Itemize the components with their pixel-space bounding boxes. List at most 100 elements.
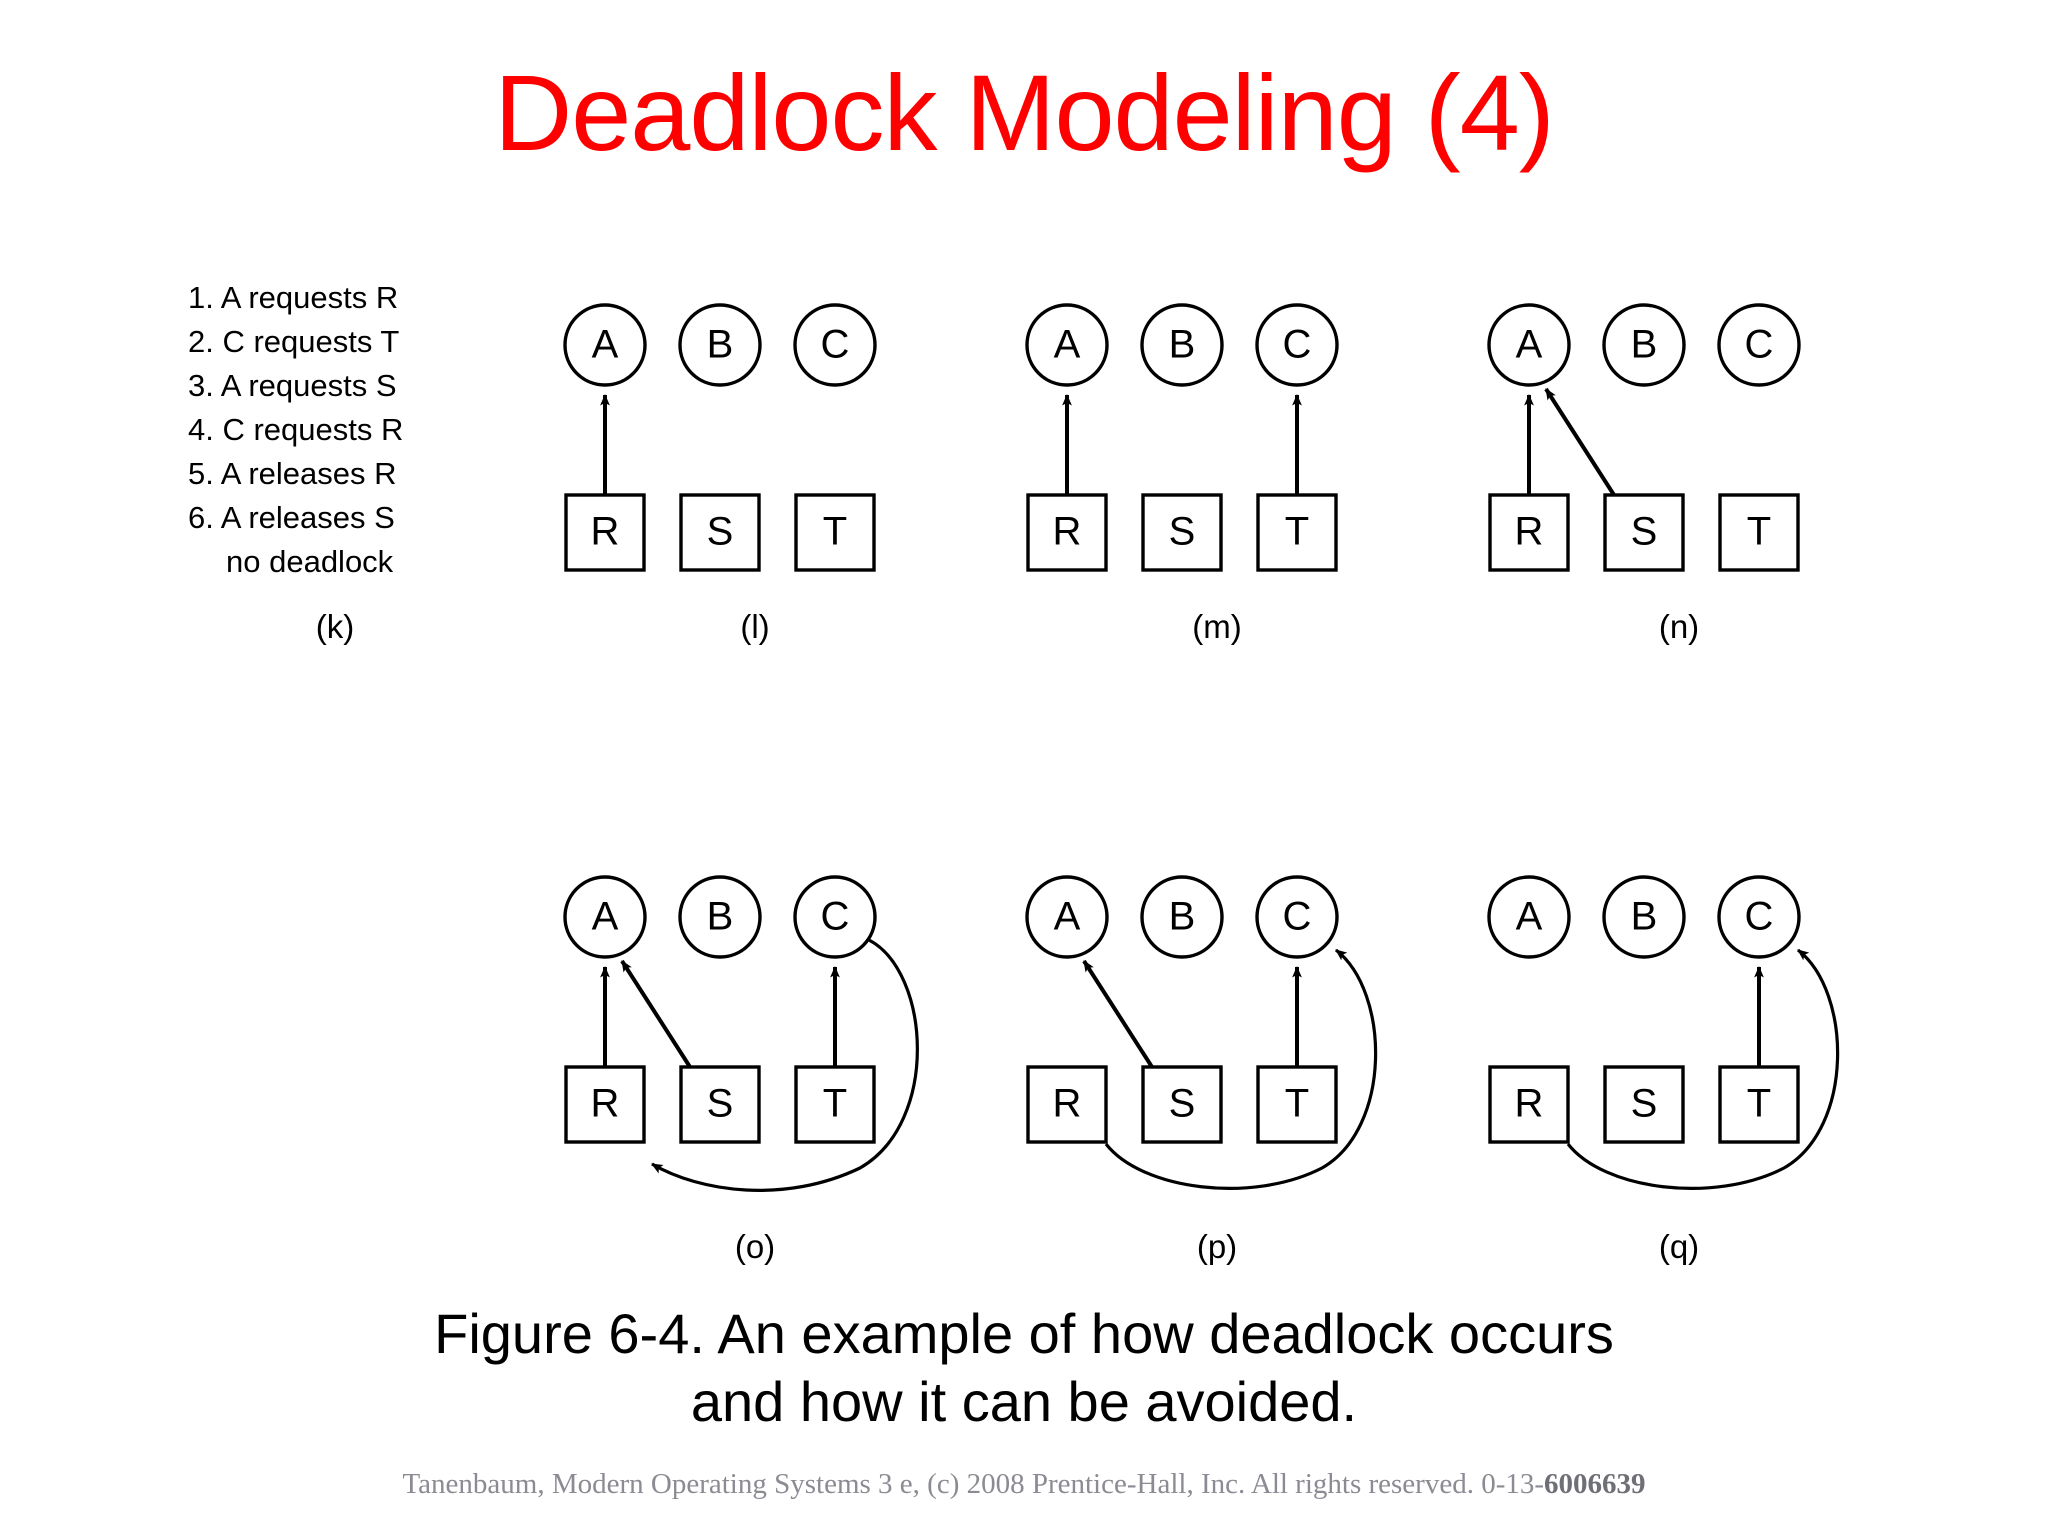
process-node-A xyxy=(1487,875,1571,959)
list-item: 2. C requests T xyxy=(188,324,400,359)
process-node-B xyxy=(1140,875,1224,959)
process-node-A xyxy=(563,303,647,387)
panel-label-p: (p) xyxy=(1196,1228,1238,1265)
resource-node-S xyxy=(1141,493,1223,572)
graph-panel-p: A B C R S T xyxy=(1022,872,1412,1232)
resource-node-R-label: R xyxy=(1515,1082,1544,1126)
edge-R-to-C-request xyxy=(1104,948,1378,1190)
resource-node-R xyxy=(1488,1065,1570,1144)
edge-C-to-R-request xyxy=(651,938,919,1192)
list-item: 6. A releases S xyxy=(188,500,395,535)
process-node-C-label: C xyxy=(1745,895,1774,939)
edge-R-to-C-request xyxy=(1566,948,1840,1190)
graph-panel-m: A B C R S T xyxy=(1022,300,1412,660)
resource-node-R xyxy=(1026,493,1108,572)
process-node-C-label: C xyxy=(821,895,850,939)
resource-node-S xyxy=(1603,493,1685,572)
process-node-B-label: B xyxy=(1169,323,1196,367)
list-item: 4. C requests R xyxy=(188,412,404,447)
footer-attribution: Tanenbaum, Modern Operating Systems 3 e,… xyxy=(0,1468,2048,1501)
process-node-C xyxy=(1255,303,1339,387)
footer-isbn: 6006639 xyxy=(1544,1468,1646,1500)
list-item: 1. A requests R xyxy=(188,280,399,315)
panel-label-o: (o) xyxy=(734,1228,776,1265)
process-node-A-label: A xyxy=(1054,895,1081,939)
process-node-A-label: A xyxy=(1516,895,1543,939)
process-node-B-label: B xyxy=(707,323,734,367)
panel-label-l: (l) xyxy=(740,608,770,645)
resource-node-S xyxy=(679,493,761,572)
steps-list: 1. A requests R 2. C requests T 3. A req… xyxy=(188,276,488,584)
footer-text: Tanenbaum, Modern Operating Systems 3 e,… xyxy=(402,1468,1545,1500)
process-node-A-label: A xyxy=(592,323,619,367)
process-node-A-label: A xyxy=(1054,323,1081,367)
resource-node-T-label: T xyxy=(823,510,847,554)
edge-S-to-A xyxy=(1544,387,1616,497)
resource-node-S-label: S xyxy=(1169,1082,1196,1126)
process-node-C xyxy=(1717,875,1801,959)
figure-caption: Figure 6-4. An example of how deadlock o… xyxy=(0,1300,2048,1436)
resource-node-T-label: T xyxy=(1285,510,1309,554)
process-node-A-label: A xyxy=(1516,323,1543,367)
resource-node-S-label: S xyxy=(1631,510,1658,554)
resource-node-R xyxy=(1026,1065,1108,1144)
resource-node-T xyxy=(1718,1065,1800,1144)
figure-caption-line1: Figure 6-4. An example of how deadlock o… xyxy=(434,1302,1614,1365)
process-node-A xyxy=(1025,303,1109,387)
process-node-A xyxy=(1025,875,1109,959)
no-deadlock-note: no deadlock xyxy=(226,544,394,579)
graph-panel-q: A B C R S T xyxy=(1484,872,1874,1232)
list-item: 5. A releases R xyxy=(188,456,397,491)
resource-node-S xyxy=(679,1065,761,1144)
panel-label-m: (m) xyxy=(1192,608,1242,645)
figure-caption-line2: and how it can be avoided. xyxy=(690,1370,1358,1433)
resource-node-S-label: S xyxy=(1631,1082,1658,1126)
resource-node-T xyxy=(1718,493,1800,572)
process-node-B-label: B xyxy=(1169,895,1196,939)
resource-node-R-label: R xyxy=(1515,510,1544,554)
resource-node-T-label: T xyxy=(1747,1082,1771,1126)
resource-node-R-label: R xyxy=(1053,510,1082,554)
resource-node-S-label: S xyxy=(707,1082,734,1126)
resource-node-R xyxy=(564,1065,646,1144)
process-node-C xyxy=(1255,875,1339,959)
process-node-A xyxy=(1487,303,1571,387)
process-node-B xyxy=(1140,303,1224,387)
process-node-B xyxy=(1602,303,1686,387)
graph-panel-o: A B C R S T xyxy=(560,872,950,1232)
resource-node-R-label: R xyxy=(591,510,620,554)
process-node-B xyxy=(1602,875,1686,959)
process-node-A-label: A xyxy=(592,895,619,939)
page-title: Deadlock Modeling (4) xyxy=(494,52,1555,173)
resource-node-S xyxy=(1141,1065,1223,1144)
resource-node-R-label: R xyxy=(591,1082,620,1126)
resource-node-S-label: S xyxy=(707,510,734,554)
graph-panel-l: A B C R S T xyxy=(560,300,950,660)
process-node-C xyxy=(793,875,877,959)
resource-node-T-label: T xyxy=(1747,510,1771,554)
steps-panel: 1. A requests R 2. C requests T 3. A req… xyxy=(188,276,488,584)
process-node-A xyxy=(563,875,647,959)
resource-node-S-label: S xyxy=(1169,510,1196,554)
process-node-B-label: B xyxy=(1631,323,1658,367)
process-node-B xyxy=(678,875,762,959)
list-item: 3. A requests S xyxy=(188,368,397,403)
resource-node-T xyxy=(794,1065,876,1144)
process-node-C xyxy=(1717,303,1801,387)
resource-node-T-label: T xyxy=(1285,1082,1309,1126)
process-node-C-label: C xyxy=(821,323,850,367)
process-node-B-label: B xyxy=(707,895,734,939)
resource-node-T xyxy=(1256,1065,1338,1144)
resource-node-T-label: T xyxy=(823,1082,847,1126)
resource-node-T xyxy=(794,493,876,572)
resource-node-S xyxy=(1603,1065,1685,1144)
edge-S-to-A xyxy=(620,959,692,1069)
graph-panel-n: A B C R S T xyxy=(1484,300,1874,660)
panel-label-n: (n) xyxy=(1658,608,1700,645)
process-node-C xyxy=(793,303,877,387)
resource-node-R xyxy=(1488,493,1570,572)
process-node-C-label: C xyxy=(1745,323,1774,367)
resource-node-R-label: R xyxy=(1053,1082,1082,1126)
panel-label-q: (q) xyxy=(1658,1228,1700,1265)
panel-label-k: (k) xyxy=(315,608,355,645)
